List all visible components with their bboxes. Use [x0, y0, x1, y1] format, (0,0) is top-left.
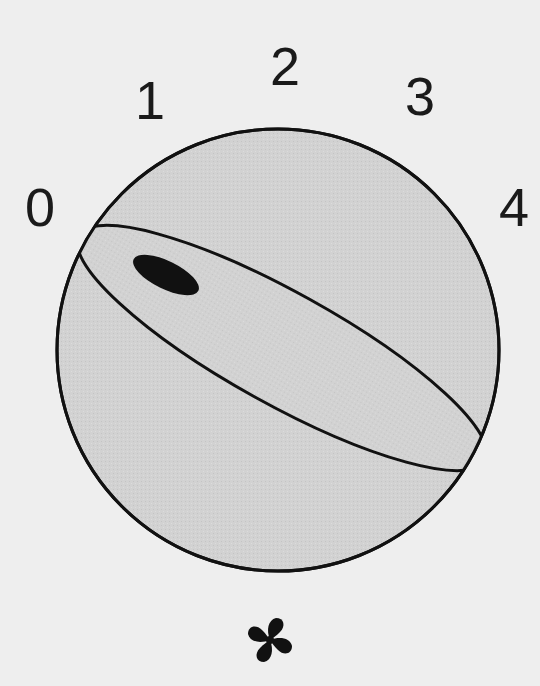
dial-number: 1 — [135, 73, 165, 127]
dial-number: 2 — [270, 39, 300, 93]
dial-number: 4 — [499, 180, 529, 234]
dial-number: 0 — [25, 180, 55, 234]
dial-number: 3 — [405, 69, 435, 123]
fan-symbol — [248, 618, 292, 662]
pointer-mark — [128, 247, 205, 304]
knob-grip — [52, 187, 512, 510]
